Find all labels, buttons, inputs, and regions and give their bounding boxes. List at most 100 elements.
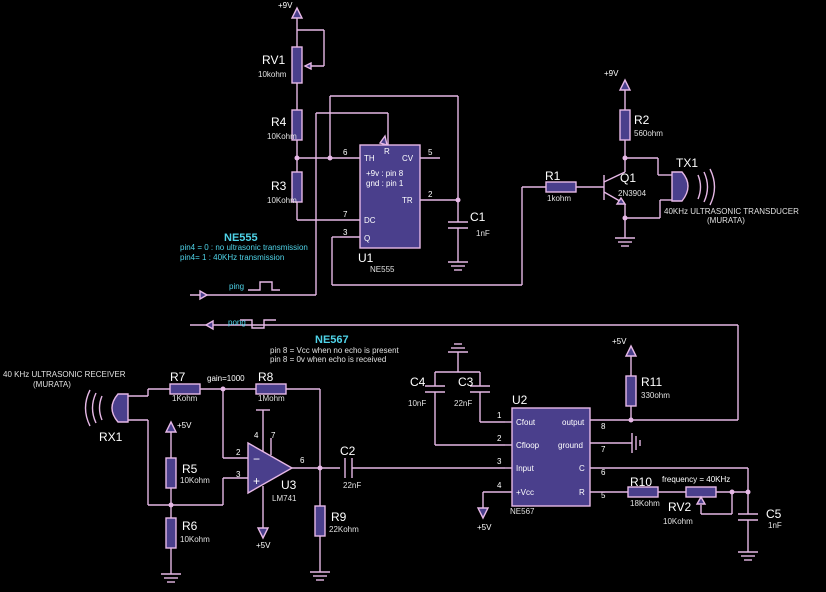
svg-text:Q: Q	[364, 234, 370, 243]
q1-ref: Q1	[620, 171, 636, 185]
rx1-receiver: 40 KHz ULTRASONIC RECEIVER (MURATA) RX1	[3, 370, 129, 444]
q1-value: 2N3904	[618, 189, 647, 198]
svg-text:3: 3	[343, 228, 348, 237]
ping-signal: ping	[229, 281, 280, 291]
r2-ref: R2	[634, 113, 650, 127]
svg-text:5: 5	[428, 148, 433, 157]
plus5v-r11-label: +5V	[612, 337, 627, 346]
rv1-potentiometer: RV1 10kohm	[258, 29, 325, 110]
c5-value: 1nF	[768, 521, 782, 530]
r8-value: 1Mohm	[258, 394, 285, 403]
svg-text:−: −	[253, 452, 260, 466]
r6-value: 10Kohm	[180, 535, 210, 544]
ne555-line1: pin4 = 0 : no ultrasonic transmission	[180, 243, 308, 252]
r8-resistor: R8 1Mohm	[255, 370, 321, 467]
u3-value: LM741	[272, 494, 297, 503]
u1-ref: U1	[358, 251, 374, 265]
r4-value: 10Kohm	[267, 132, 297, 141]
r11-resistor: R11 330ohm	[625, 375, 670, 420]
svg-text:gnd : pin 1: gnd : pin 1	[366, 179, 404, 188]
c4-value: 10nF	[408, 399, 426, 408]
svg-text:5: 5	[601, 491, 606, 500]
c2-value: 22nF	[343, 481, 361, 490]
r2-resistor: R2 560ohm	[619, 109, 663, 172]
svg-text:2: 2	[428, 190, 433, 199]
svg-text:3: 3	[236, 470, 241, 479]
svg-text:4: 4	[497, 481, 502, 490]
r3-value: 10Kohm	[267, 196, 297, 205]
svg-text:TH: TH	[364, 154, 375, 163]
svg-text:7: 7	[601, 445, 606, 454]
r9-resistor: R9 22Kohm	[310, 468, 359, 581]
svg-text:3: 3	[497, 457, 502, 466]
svg-text:R: R	[579, 488, 585, 497]
c1-value: 1nF	[476, 229, 490, 238]
svg-text:+: +	[253, 474, 260, 488]
r3-resistor: R3 10Kohm	[267, 171, 360, 221]
ne567-annotation: NE567 pin 8 = Vcc when no echo is presen…	[270, 334, 400, 364]
c4-ref: C4	[410, 375, 426, 389]
svg-text:output: output	[562, 418, 585, 427]
svg-text:1: 1	[497, 411, 502, 420]
plus5v-r5-label: +5V	[177, 421, 192, 430]
c1-ref: C1	[470, 210, 486, 224]
svg-text:4: 4	[254, 431, 259, 440]
rx1-desc2: (MURATA)	[33, 380, 71, 389]
r11-value: 330ohm	[641, 391, 670, 400]
r5-ref: R5	[182, 462, 198, 476]
plus5v-u2-label: +5V	[477, 523, 492, 532]
ne567-line2: pin 8 = 0v when echo is received	[270, 355, 386, 364]
r7-resistor: R7 1Kohm	[169, 370, 256, 403]
c5-ref: C5	[766, 507, 782, 521]
r1-resistor: R1 1kohm	[545, 169, 604, 203]
pong-label: pong	[228, 318, 246, 327]
ne555-title: NE555	[224, 232, 258, 244]
svg-text:CV: CV	[402, 154, 414, 163]
r6-resistor: R6 10Kohm	[161, 517, 210, 583]
r7-ref: R7	[170, 370, 186, 384]
r4-ref: R4	[271, 115, 287, 129]
r5-value: 10Kohm	[180, 476, 210, 485]
c2-capacitor: C2 22nF	[340, 444, 505, 490]
r9-ref: R9	[331, 510, 347, 524]
c3-value: 22nF	[454, 399, 472, 408]
q1-transistor: Q1 2N3904	[603, 171, 647, 247]
r7-value: 1Kohm	[172, 394, 198, 403]
r10-value: 18Kohm	[630, 499, 660, 508]
u2-value: NE567	[510, 507, 535, 516]
svg-text:+9v : pin 8: +9v : pin 8	[366, 169, 404, 178]
r2-value: 560ohm	[634, 129, 663, 138]
plus9v-top-source: +9V	[278, 1, 304, 30]
rv2-value: 10Kohm	[663, 517, 693, 526]
svg-text:Cfloop: Cfloop	[516, 441, 540, 450]
u1-value: NE555	[370, 265, 395, 274]
svg-text:7: 7	[271, 431, 276, 440]
rx1-ref: RX1	[99, 430, 123, 444]
svg-text:6: 6	[300, 456, 305, 465]
c4-capacitor: C4 10nF	[408, 372, 505, 446]
rv1-ref: RV1	[262, 53, 285, 67]
rv2-potentiometer: RV2 10Kohm	[663, 486, 748, 526]
u1-ne555: TH CV DC TR Q R +9v : pin 8 gnd : pin 1 …	[340, 144, 440, 274]
r8-ref: R8	[258, 370, 274, 384]
svg-text:2: 2	[236, 448, 241, 457]
svg-text:TR: TR	[402, 196, 413, 205]
svg-text:C: C	[579, 464, 585, 473]
c1-capacitor: C1 1nF	[448, 200, 490, 271]
r3-ref: R3	[271, 179, 287, 193]
ne555-annotation: NE555 pin4 = 0 : no ultrasonic transmiss…	[180, 232, 308, 262]
c3-capacitor: C3 22nF	[454, 372, 505, 423]
c5-capacitor: C5 1nF	[738, 507, 782, 561]
ne567-line1: pin 8 = Vcc when no echo is present	[270, 346, 400, 355]
rx1-desc1: 40 KHz ULTRASONIC RECEIVER	[3, 370, 126, 379]
r1-ref: R1	[545, 169, 561, 183]
u3-ref: U3	[281, 478, 297, 492]
r11-ref: R11	[641, 375, 662, 389]
ping-label: ping	[229, 282, 244, 291]
plus5v-r11-source: +5V	[612, 337, 638, 376]
svg-text:2: 2	[497, 434, 502, 443]
svg-text:8: 8	[601, 422, 606, 431]
r10-resistor: R10 18Kohm	[627, 475, 686, 508]
u2-ne567: Cfout Cfloop Input +Vcc output ground C …	[476, 393, 606, 532]
gain-label: gain=1000	[207, 374, 245, 383]
